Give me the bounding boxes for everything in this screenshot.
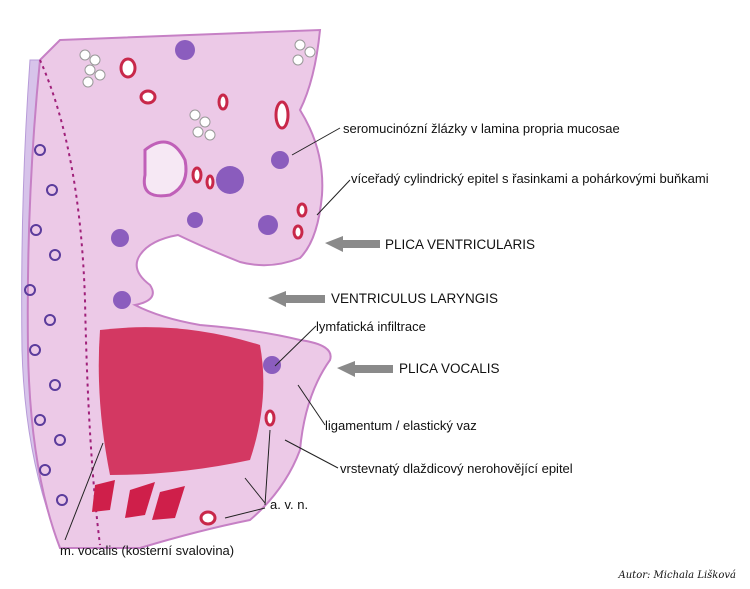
lymph-clusters: [111, 40, 289, 374]
label-ventriculus: VENTRICULUS LARYNGIS: [331, 291, 499, 306]
muscle-fibers: [92, 327, 264, 520]
perichondrium-line: [39, 59, 101, 546]
vessels: [119, 57, 308, 526]
arrows: [268, 236, 393, 377]
author-signature: Autor: Michala Lišková: [618, 570, 736, 581]
label-avn: a. v. n.: [270, 497, 309, 512]
label-plica-vocalis: PLICA VOCALIS: [399, 361, 500, 376]
leader-lines: [64, 127, 351, 541]
label-plica-ventricularis: PLICA VENTRICULARIS: [385, 237, 536, 252]
label-ligament: ligamentum / elastický vaz: [325, 418, 477, 433]
duct: [142, 140, 188, 198]
label-glands: seromucinózní žlázky v lamina propria mu…: [343, 121, 620, 136]
label-epithelium-resp: víceřadý cylindrický epitel s řasinkami …: [351, 171, 709, 186]
chondrocytes: [24, 144, 68, 506]
label-muscle: m. vocalis (kosterní svalovina): [60, 543, 235, 558]
label-lymph: lymfatická infiltrace: [316, 319, 426, 334]
label-epithelium-squam: vrstevnatý dlaždicový nerohovějící epite…: [340, 461, 573, 476]
glands: [79, 39, 316, 141]
